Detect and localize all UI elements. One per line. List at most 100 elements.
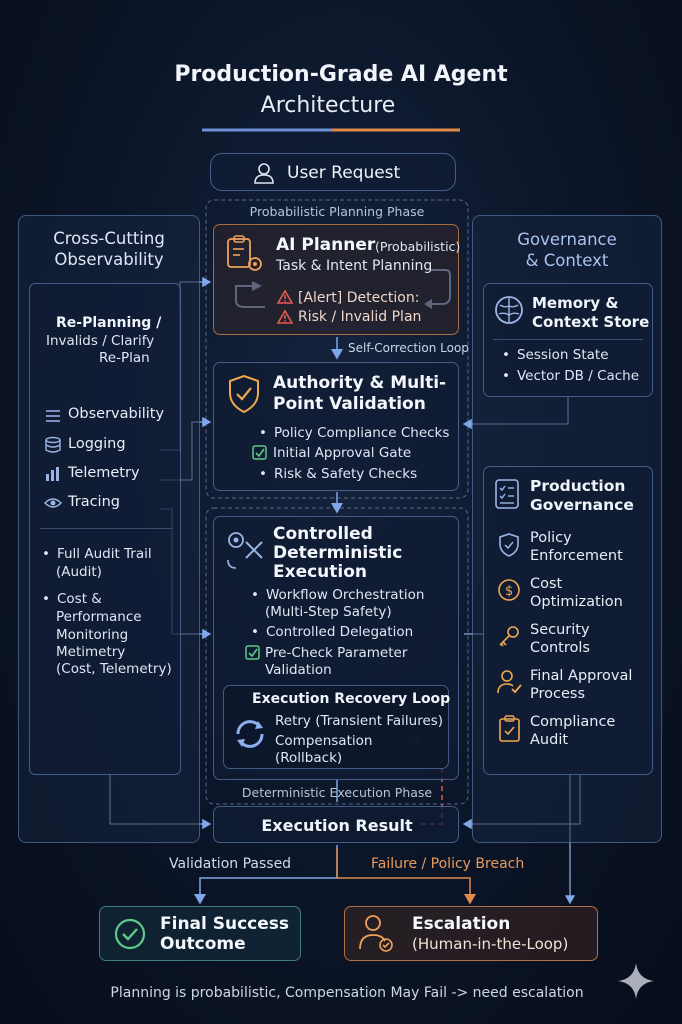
user-request-box: User Request	[210, 153, 456, 191]
precheck-item-l2: Validation	[265, 662, 332, 678]
cost-monitoring-line3: Monitoring	[56, 627, 129, 643]
execution-title-l2: Deterministic	[273, 543, 403, 563]
tracing-item: Tracing	[68, 494, 120, 510]
check-circle-icon	[114, 918, 146, 950]
success-l1: Final Success	[160, 914, 290, 934]
page-title: Production-Grade AI Agent	[174, 62, 508, 87]
failure-breach-label: Failure / Policy Breach	[371, 856, 525, 872]
observability-inner	[29, 283, 181, 775]
replan-line3: Re-Plan	[99, 350, 150, 366]
security-l2: Controls	[530, 640, 590, 656]
delegation-item: Controlled Delegation	[251, 624, 413, 641]
key-icon	[499, 626, 519, 647]
shield-check-icon	[229, 374, 259, 414]
escalation-box	[344, 906, 598, 961]
policy-l2: Enforcement	[530, 548, 623, 564]
checkbox-icon	[252, 445, 267, 460]
footer-note: Planning is probabilistic, Compensation …	[110, 985, 584, 1001]
authority-title-l1: Authority & Multi-	[273, 373, 447, 393]
gears-tools-icon	[227, 532, 263, 569]
checkbox-icon	[245, 645, 260, 660]
planning-phase-label: Probabilistic Planning Phase	[249, 204, 425, 219]
alert-detection: [Alert] Detection:	[298, 290, 420, 306]
prod-gov-l2: Governance	[530, 496, 634, 514]
vector-db-item: Vector DB / Cache	[502, 368, 639, 385]
rollback-label: (Rollback)	[275, 750, 343, 766]
authority-title-l2: Point Validation	[273, 394, 426, 414]
retry-label: Retry (Transient Failures)	[275, 713, 444, 729]
database-icon	[45, 436, 61, 453]
user-request-label: User Request	[287, 163, 401, 183]
brain-icon	[495, 296, 523, 324]
memory-l1: Memory &	[532, 294, 619, 312]
refresh-icon	[236, 720, 264, 748]
divider	[493, 339, 643, 340]
clipboard-gear-icon	[227, 235, 262, 271]
page-subtitle: Architecture	[260, 93, 396, 118]
replan-title: Re-Planning /	[56, 315, 162, 331]
cost-monitoring-line5: (Cost, Telemetry)	[56, 661, 172, 677]
security-l1: Security	[530, 622, 590, 638]
precheck-item-l1: Pre-Check Parameter	[265, 645, 408, 661]
person-check-icon	[497, 670, 522, 694]
cost-l1: Cost	[530, 576, 563, 592]
clipboard-check-icon	[499, 715, 520, 742]
replan-line2: Invalids / Clarify	[46, 333, 155, 349]
workflow-item-l1: Workflow Orchestration	[251, 587, 424, 604]
svg-text:$: $	[505, 584, 513, 599]
execution-title-l3: Execution	[273, 562, 368, 582]
ai-planner-title: AI Planner	[276, 235, 376, 255]
observability-icon	[46, 410, 60, 422]
bar-chart-icon	[46, 467, 59, 481]
approval-l1: Final Approval	[530, 668, 633, 684]
compensation-label: Compensation	[275, 733, 373, 749]
shield-icon	[499, 533, 519, 557]
risk-safety-item: Risk & Safety Checks	[259, 466, 417, 483]
policy-l1: Policy	[530, 530, 572, 546]
execution-phase-label: Deterministic Execution Phase	[241, 785, 433, 800]
telemetry-item: Telemetry	[68, 465, 140, 481]
success-l2: Outcome	[160, 934, 246, 954]
dollar-coin-icon: $	[498, 579, 520, 601]
production-governance-card	[483, 466, 653, 775]
execution-result-box: Execution Result	[213, 806, 459, 843]
cost-monitoring-bullet: Cost &	[42, 591, 102, 608]
execution-title-l1: Controlled	[273, 524, 373, 544]
validation-passed-label: Validation Passed	[169, 856, 292, 872]
escalation-l2: (Human-in-the-Loop)	[412, 935, 569, 953]
approval-l2: Process	[530, 686, 586, 702]
recovery-title: Execution Recovery Loop	[252, 691, 451, 707]
audit-trail-line2: (Audit)	[56, 564, 102, 580]
risk-invalid-plan: Risk / Invalid Plan	[298, 309, 422, 325]
audit-trail-bullet: Full Audit Trail	[42, 546, 152, 563]
observability-title: Cross-Cutting Observability	[53, 229, 165, 269]
sparkle-icon	[618, 963, 654, 999]
escalation-l1: Escalation	[412, 914, 511, 934]
cost-monitoring-line2: Performance	[56, 609, 142, 625]
execution-result-label: Execution Result	[261, 816, 413, 835]
cost-monitoring-line4: Metimetry	[56, 644, 126, 660]
prod-gov-l1: Production	[530, 477, 626, 495]
eye-icon	[44, 498, 62, 508]
workflow-item-l2: (Multi-Step Safety)	[265, 604, 392, 620]
approval-gate-item: Initial Approval Gate	[273, 445, 412, 461]
policy-compliance-item: Policy Compliance Checks	[259, 425, 449, 442]
human-check-icon	[359, 915, 393, 952]
memory-l2: Context Store	[532, 313, 650, 331]
divider	[40, 528, 172, 529]
cost-l2: Optimization	[530, 594, 623, 610]
warning-icon	[276, 309, 294, 324]
logging-item: Logging	[68, 436, 126, 452]
governance-title-l1: Governance	[517, 230, 617, 249]
probabilistic-tag: (Probabilistic)	[375, 239, 461, 254]
checklist-icon	[495, 479, 519, 509]
user-icon	[254, 163, 274, 184]
governance-title-l2: & Context	[525, 251, 609, 270]
session-state-item: Session State	[502, 347, 609, 364]
ai-planner-card	[213, 224, 459, 335]
compliance-l2: Audit	[530, 732, 569, 748]
observability-item: Observability	[68, 406, 165, 422]
compliance-l1: Compliance	[530, 714, 616, 730]
planner-subtitle: Task & Intent Planning	[276, 258, 433, 274]
self-correction-label: Self-Correction Loop	[348, 341, 469, 355]
